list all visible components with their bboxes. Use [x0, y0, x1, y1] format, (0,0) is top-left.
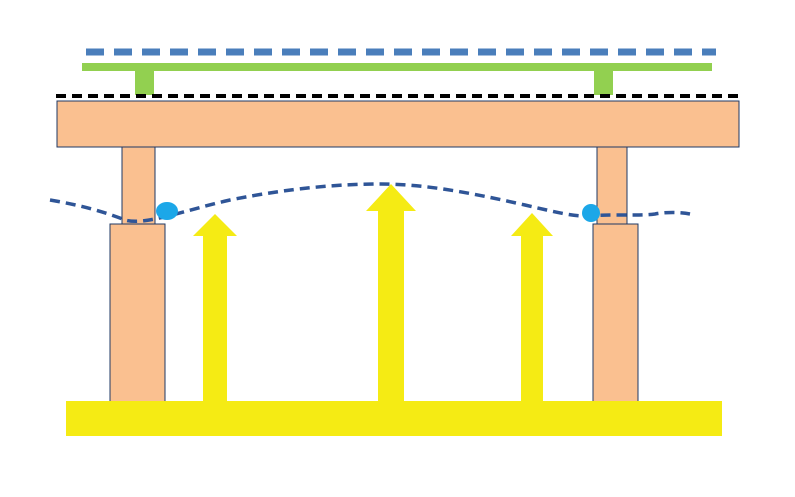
post-lower-right [592, 223, 639, 403]
post-upper-left [121, 146, 156, 225]
droplet-left [156, 202, 178, 220]
wave-line [49, 182, 691, 224]
rail-support-left [135, 71, 154, 95]
panel-rail [82, 63, 712, 71]
arrow-right [511, 213, 553, 402]
post-upper-right [596, 146, 628, 225]
droplet-right [582, 204, 600, 222]
rail-support-right [594, 71, 613, 95]
post-lower-left [109, 223, 166, 403]
arrow-center [366, 184, 416, 402]
crossbeam [56, 100, 740, 148]
ground-slab [66, 401, 722, 436]
arrow-left [193, 214, 237, 402]
